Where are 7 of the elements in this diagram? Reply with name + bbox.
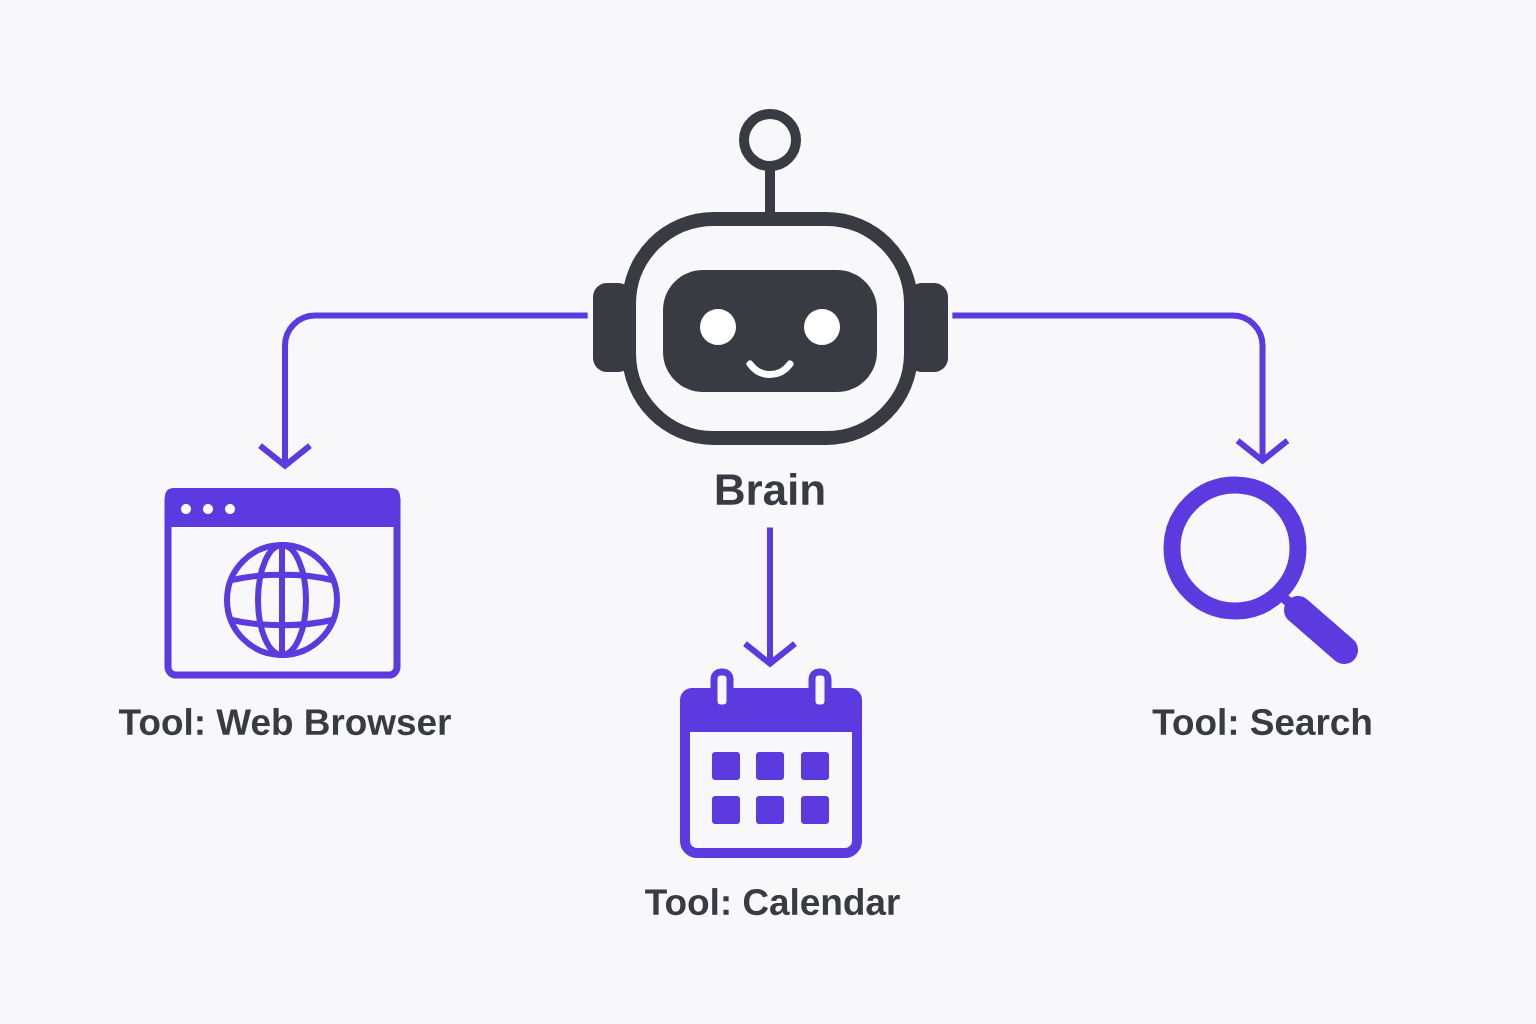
arrow bbox=[952, 312, 1290, 465]
tool-label: Tool: Web Browser bbox=[119, 708, 451, 736]
tool-label: Tool: Calendar bbox=[645, 888, 900, 916]
tool-label: Tool: Search bbox=[1152, 708, 1371, 736]
arrow bbox=[743, 527, 797, 668]
arrow bbox=[258, 312, 588, 470]
robot-label: Brain bbox=[716, 472, 824, 506]
